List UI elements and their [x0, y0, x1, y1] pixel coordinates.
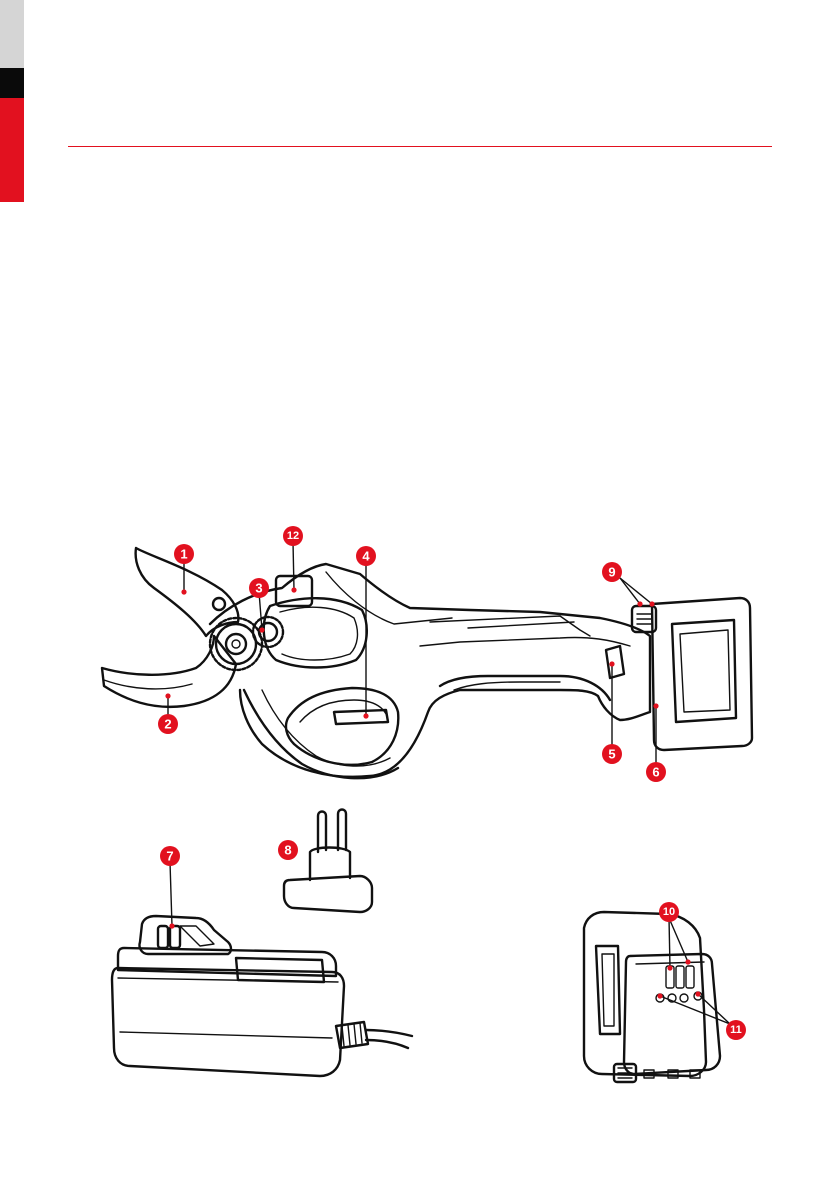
plug-adapter	[284, 876, 372, 912]
pruning-shears-drawing	[102, 548, 752, 778]
svg-text:4: 4	[362, 549, 370, 564]
svg-text:1: 1	[180, 547, 187, 562]
charger-body	[112, 968, 344, 1076]
svg-text:9: 9	[608, 565, 615, 580]
callout-badge-12: 12	[283, 526, 303, 546]
callout-badge-5: 5	[602, 744, 622, 764]
plug-adapter-drawing	[284, 810, 372, 913]
callout-badge-7: 7	[160, 846, 180, 866]
callout-badge-1: 1	[174, 544, 194, 564]
svg-text:8: 8	[284, 843, 291, 858]
callout-badge-9: 9	[602, 562, 622, 582]
drive-gear	[253, 617, 283, 647]
svg-text:2: 2	[164, 717, 171, 732]
svg-text:10: 10	[663, 906, 675, 918]
trigger-guard	[286, 688, 398, 765]
charger-drawing	[112, 916, 412, 1076]
battery-body	[584, 912, 706, 1076]
callout-badge-8: 8	[278, 840, 298, 860]
svg-text:6: 6	[652, 765, 659, 780]
callout-badge-3: 3	[249, 578, 269, 598]
trigger	[334, 710, 388, 724]
gear-window	[264, 598, 367, 667]
svg-text:12: 12	[287, 530, 299, 542]
battery-pack	[652, 598, 752, 750]
power-cord	[366, 1030, 412, 1036]
callout-badge-2: 2	[158, 714, 178, 734]
svg-text:11: 11	[730, 1024, 742, 1036]
callout-badge-6: 6	[646, 762, 666, 782]
battery-window	[596, 946, 620, 1034]
svg-text:3: 3	[255, 581, 262, 596]
battery-drawing	[584, 912, 720, 1082]
callout-badge-4: 4	[356, 546, 376, 566]
svg-text:5: 5	[608, 747, 615, 762]
svg-text:7: 7	[166, 849, 173, 864]
callout-badge-10: 10	[659, 902, 679, 922]
callout-badge-11: 11	[726, 1020, 746, 1040]
blade-hole	[213, 598, 225, 610]
charger-contact	[158, 926, 168, 948]
safety-switch	[606, 646, 624, 678]
